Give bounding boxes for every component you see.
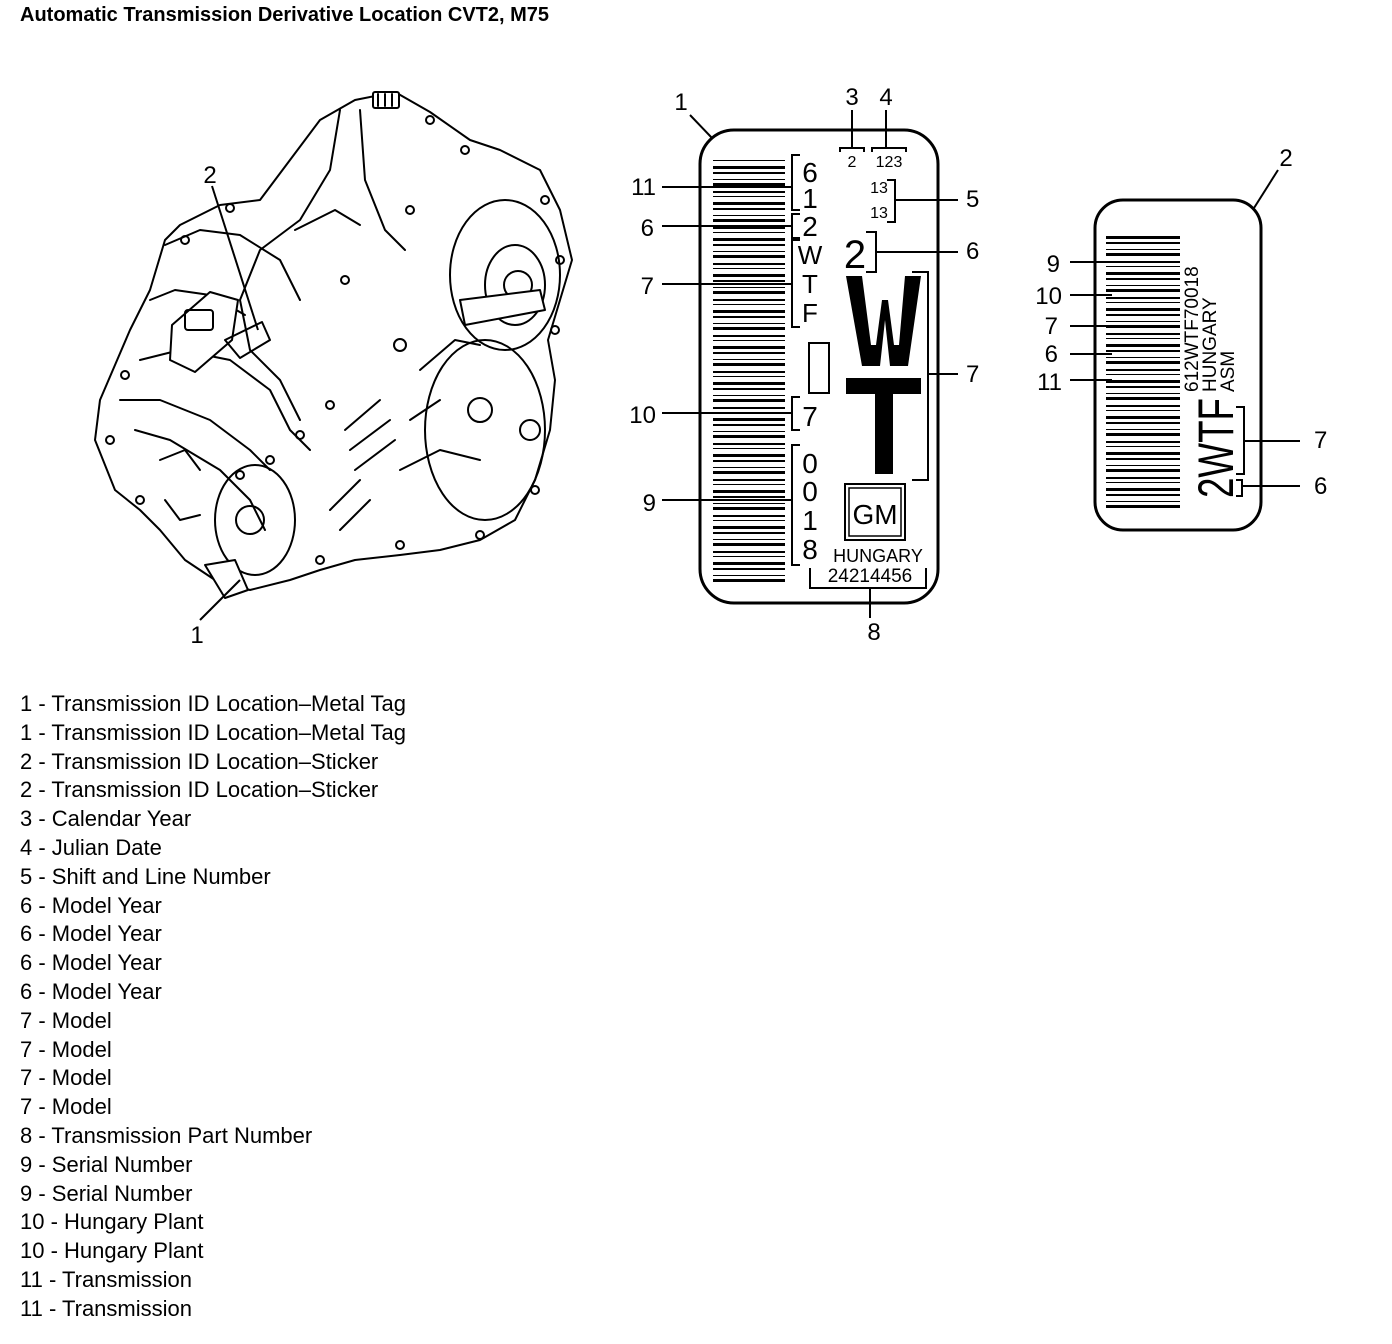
- tag-char-plant: 7: [802, 401, 818, 432]
- tag-char-w: W: [798, 240, 823, 270]
- callout-trans-sticker: 2: [203, 162, 216, 189]
- callout-tag-1: 1: [674, 89, 687, 116]
- figure-diagram: 2 1 6 1 2 W T F 7 0 0 1 8: [94, 84, 1327, 649]
- sticker-line2: HUNGARY: [1200, 297, 1221, 392]
- callout-tag-7-right: 7: [966, 361, 979, 388]
- legend-item: 7 - Model: [20, 1007, 112, 1033]
- callout-tag-11: 11: [631, 174, 656, 201]
- tag-serial-8: 8: [802, 534, 818, 565]
- callout-tag-7-left: 7: [641, 273, 654, 300]
- transmission-illustration: [94, 91, 573, 599]
- tag-year-digit: 2: [848, 154, 857, 171]
- callout-tag-5: 5: [966, 186, 979, 213]
- tag-big-t-glyph: [846, 378, 921, 474]
- tag-char-6: 6: [802, 157, 818, 188]
- legend-item: 6 - Model Year: [20, 892, 162, 918]
- tag-julian: 123: [876, 154, 903, 171]
- legend-list: 1 - Transmission ID Location–Metal Tag 1 …: [20, 690, 406, 1324]
- tag-big-digit: 2: [844, 233, 866, 277]
- callout-tag-6-left: 6: [641, 215, 654, 242]
- tag-country: HUNGARY: [833, 546, 923, 566]
- tag-char-2: 2: [802, 211, 818, 242]
- callout-sticker-7-right: 7: [1314, 427, 1327, 454]
- sticker: 612WTF70018 HUNGARY ASM 2WTF: [1093, 198, 1263, 532]
- callout-sticker-7: 7: [1045, 313, 1058, 340]
- legend-item: 1 - Transmission ID Location–Metal Tag: [20, 719, 406, 745]
- legend-item: 3 - Calendar Year: [20, 806, 192, 832]
- legend-item: 7 - Model: [20, 1094, 112, 1120]
- legend-item: 2 - Transmission ID Location–Sticker: [20, 748, 379, 774]
- gm-logo-box: [844, 483, 906, 541]
- sticker-model: 2WTF: [1188, 398, 1244, 498]
- gm-logo: GM: [852, 499, 897, 530]
- callout-tag-6-right: 6: [966, 238, 979, 265]
- legend-item: 10 - Hungary Plant: [20, 1209, 204, 1235]
- tag-serial-0b: 0: [802, 476, 818, 507]
- callout-tag-9: 9: [643, 490, 656, 517]
- tag-char-f: F: [802, 298, 818, 328]
- tag-part-number: 24214456: [828, 566, 913, 587]
- legend-item: 8 - Transmission Part Number: [20, 1122, 313, 1148]
- sticker-line1: 612WTF70018: [1182, 266, 1203, 392]
- callout-sticker-10: 10: [1035, 283, 1062, 310]
- tag-serial-1: 1: [802, 505, 818, 536]
- legend-item: 6 - Model Year: [20, 978, 162, 1004]
- sticker-line3: ASM: [1218, 351, 1239, 392]
- legend-item: 2 - Transmission ID Location–Sticker: [20, 777, 379, 803]
- tag-shift-1: 13: [870, 180, 888, 197]
- tag-big-w-glyph: [846, 276, 921, 366]
- callout-sticker-6: 6: [1045, 341, 1058, 368]
- callout-trans-tag: 1: [190, 622, 203, 649]
- tag-shift-2: 13: [870, 205, 888, 222]
- callout-tag-3: 3: [845, 84, 858, 111]
- callout-sticker-9: 9: [1047, 251, 1060, 278]
- legend-item: 11 - Transmission: [20, 1295, 192, 1321]
- metal-tag: 6 1 2 W T F 7 0 0 1 8 2 123 13 13 2 GM: [698, 128, 940, 605]
- legend-item: 6 - Model Year: [20, 921, 162, 947]
- tag-char-t: T: [802, 269, 818, 299]
- page-title: Automatic Transmission Derivative Locati…: [20, 4, 550, 26]
- legend-item: 4 - Julian Date: [20, 834, 162, 860]
- callout-tag-8: 8: [867, 619, 880, 646]
- legend-item: 5 - Shift and Line Number: [20, 863, 271, 889]
- sticker-barcode: [1106, 236, 1180, 508]
- metal-tag-barcode: [713, 160, 785, 582]
- callout-sticker-6-right: 6: [1314, 473, 1327, 500]
- callout-tag-10: 10: [629, 402, 656, 429]
- legend-item: 11 - Transmission: [20, 1266, 192, 1292]
- legend-item: 1 - Transmission ID Location–Metal Tag: [20, 691, 406, 716]
- callout-tag-4: 4: [879, 84, 892, 111]
- legend-item: 9 - Serial Number: [20, 1180, 193, 1206]
- legend-item: 6 - Model Year: [20, 950, 162, 976]
- callout-sticker-2: 2: [1279, 145, 1292, 172]
- legend-item: 7 - Model: [20, 1065, 112, 1091]
- legend-item: 9 - Serial Number: [20, 1151, 193, 1177]
- legend-item: 7 - Model: [20, 1036, 112, 1062]
- callout-sticker-11: 11: [1037, 369, 1062, 396]
- tag-char-1: 1: [802, 183, 818, 214]
- tag-serial-0a: 0: [802, 448, 818, 479]
- legend-item: 10 - Hungary Plant: [20, 1238, 204, 1264]
